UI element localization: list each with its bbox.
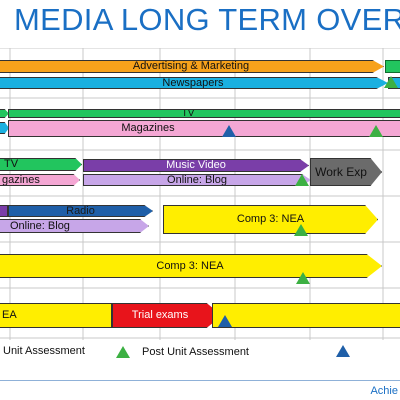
music-video-label: Music Video [166,159,226,171]
radio-label: Radio [66,205,95,217]
magazines-arrow-left [0,122,9,134]
footer-divider [0,380,400,381]
tv-label-left: TV [4,158,19,170]
nea-continuation-bar [212,303,400,328]
post-unit-assessment-marker [296,272,310,284]
comp3-nea-label-2: Comp 3: NEA [156,259,224,272]
newspapers-label: Newspapers [162,77,224,89]
tv-bar-left: TV [0,158,82,171]
advertising-green-arrow [385,60,400,73]
radio-bar-left-stub [0,205,8,217]
nea-bar: EA [0,303,112,328]
timeline-grid [0,48,400,340]
post-unit-assessment-marker [369,125,383,137]
magazines-bar-left: gazines [0,174,80,186]
online-blog-label-1: Online: Blog [167,174,227,186]
legend-post-unit-assessment-icon [116,346,130,358]
footer-text: Achie [370,385,398,397]
post-unit-assessment-marker [294,224,308,236]
work-exp-bar: Work Exp [310,158,382,186]
unit-assessment-marker [218,315,232,327]
legend-unit-assessment: Unit Assessment [3,345,85,357]
tv-bar-top: TV [8,109,400,118]
advertising-marketing-bar: Advertising & Marketing [0,60,384,73]
comp3-nea-bar-2: Comp 3: NEA [0,254,382,278]
music-video-bar: Music Video [83,159,309,172]
tv-label-top: TV [181,109,195,118]
online-blog-label-2: Online: Blog [10,219,70,232]
magazines-label-left: gazines [2,174,40,186]
magazines-label: Magazines [121,122,175,134]
post-unit-assessment-marker [295,174,309,186]
online-blog-bar-1: Online: Blog [83,174,311,186]
comp3-nea-bar-1: Comp 3: NEA [163,205,378,234]
magazines-bar: Magazines [8,120,400,137]
slide-title: MEDIA LONG TERM OVERV [14,2,400,37]
trial-exams-bar: Trial exams [112,303,222,328]
advertising-marketing-label: Advertising & Marketing [132,60,250,72]
tv-arrow-left [0,109,9,118]
unit-assessment-marker [222,125,236,137]
work-exp-label: Work Exp [315,165,367,179]
nea-label: EA [2,309,17,321]
trial-exams-label: Trial exams [131,309,189,321]
legend-unit-assessment-icon [336,345,350,357]
newspapers-bar: Newspapers [0,77,388,89]
legend-post-unit-assessment: Post Unit Assessment [142,346,249,358]
post-unit-assessment-marker [384,76,398,88]
comp3-nea-label-1: Comp 3: NEA [236,213,305,225]
online-blog-bar-2: Online: Blog [0,219,149,233]
radio-bar: Radio [8,205,153,217]
